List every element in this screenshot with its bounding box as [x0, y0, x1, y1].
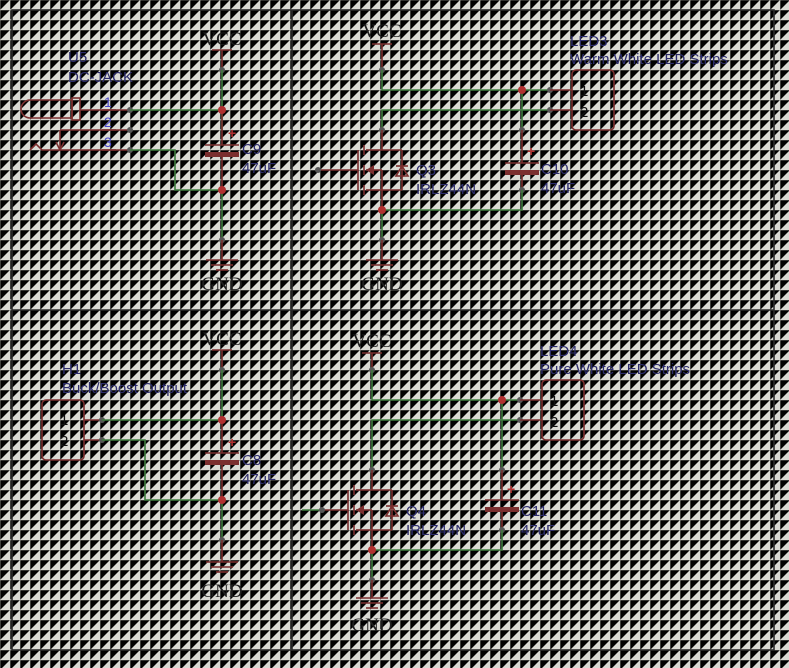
q4-ref: Q4 — [406, 503, 426, 520]
junction — [378, 206, 386, 214]
q3-mosfet — [315, 127, 410, 210]
buck-boost-circuit: VCC 1 2 H1 Buck/Boost Output + C8 47uF — [41, 329, 276, 602]
c9-value: 47uF — [242, 160, 276, 177]
u5-pin-1: 1 — [104, 94, 112, 110]
junction — [218, 186, 226, 194]
h1-pin-1: 1 — [60, 412, 68, 429]
dc-jack-circuit: VCC U5 DC-JACK 1 2 3 — [20, 29, 276, 295]
junction — [218, 106, 226, 114]
led3-pin-1: 1 — [580, 83, 588, 100]
c8-capacitor: + — [205, 420, 239, 500]
led4-pin-2: 2 — [550, 414, 558, 431]
c10-value: 47uF — [541, 180, 575, 197]
junction — [518, 86, 526, 94]
c9-ref: C9 — [242, 141, 261, 158]
led4-connector: 1 2 — [520, 379, 585, 441]
q4-value: IRLZ44N — [406, 522, 466, 539]
led4-driver-circuit: VCC 1 2 LED4 Pure White LED Strips — [302, 331, 690, 636]
c10-polarity: + — [527, 143, 535, 159]
q4-mosfet — [302, 467, 400, 550]
u5-value: DC-JACK — [68, 69, 133, 86]
led3-connector: 1 2 — [550, 69, 615, 131]
u5-ref: U5 — [68, 49, 87, 66]
led3-ref: LED3 — [570, 33, 608, 50]
q3-ref: Q3 — [416, 162, 436, 179]
gnd-symbol-1: GND — [201, 237, 243, 295]
u5-pin-2: 2 — [104, 114, 112, 130]
c11-ref: C11 — [521, 503, 547, 520]
c11-capacitor: + — [485, 470, 519, 533]
c8-ref: C8 — [242, 452, 261, 469]
gnd-label: GND — [361, 274, 402, 295]
vcc-symbol-4: VCC — [352, 331, 392, 373]
junction — [498, 396, 506, 404]
vcc-label: VCC — [362, 21, 401, 42]
sheet-frames — [11, 9, 775, 651]
gnd-label: GND — [201, 274, 242, 295]
c8-polarity: + — [228, 434, 236, 450]
junction — [218, 416, 226, 424]
c10-capacitor: + — [505, 130, 539, 193]
gnd-label: GND — [201, 581, 242, 602]
c9-capacitor: + — [205, 110, 239, 190]
gnd-label: GND — [351, 615, 392, 636]
junction — [368, 546, 376, 554]
led4-pin-1: 1 — [550, 393, 558, 410]
outer-frame — [11, 9, 775, 651]
c11-value: 47uF — [521, 522, 555, 539]
gnd-symbol-3: GND — [201, 537, 243, 602]
led3-pin-2: 2 — [580, 104, 588, 121]
h1-value: Buck/Boost Output — [62, 380, 188, 397]
q3-value: IRLZ44N — [416, 181, 476, 198]
gnd-symbol-2: GND — [361, 237, 403, 295]
c11-polarity: + — [507, 481, 515, 497]
c8-value: 47uF — [242, 471, 276, 488]
h1-pin-2: 2 — [60, 433, 68, 450]
c9-polarity: + — [228, 125, 236, 141]
h1-ref: H1 — [62, 361, 81, 378]
junction — [218, 496, 226, 504]
vcc-label: VCC — [202, 329, 241, 350]
led4-value: Pure White LED Strips — [540, 361, 690, 378]
gnd-symbol-4: GND — [351, 577, 393, 636]
c10-ref: C10 — [541, 161, 569, 178]
led3-driver-circuit: VCC 1 2 LED3 Warm White LED Strips — [315, 21, 728, 295]
u5-pin-3: 3 — [104, 134, 112, 150]
vcc-label: VCC — [202, 29, 241, 50]
vcc-label: VCC — [352, 331, 391, 352]
led3-value: Warm White LED Strips — [570, 51, 728, 68]
led4-ref: LED4 — [540, 343, 578, 360]
vcc-symbol-1: VCC — [202, 29, 242, 73]
